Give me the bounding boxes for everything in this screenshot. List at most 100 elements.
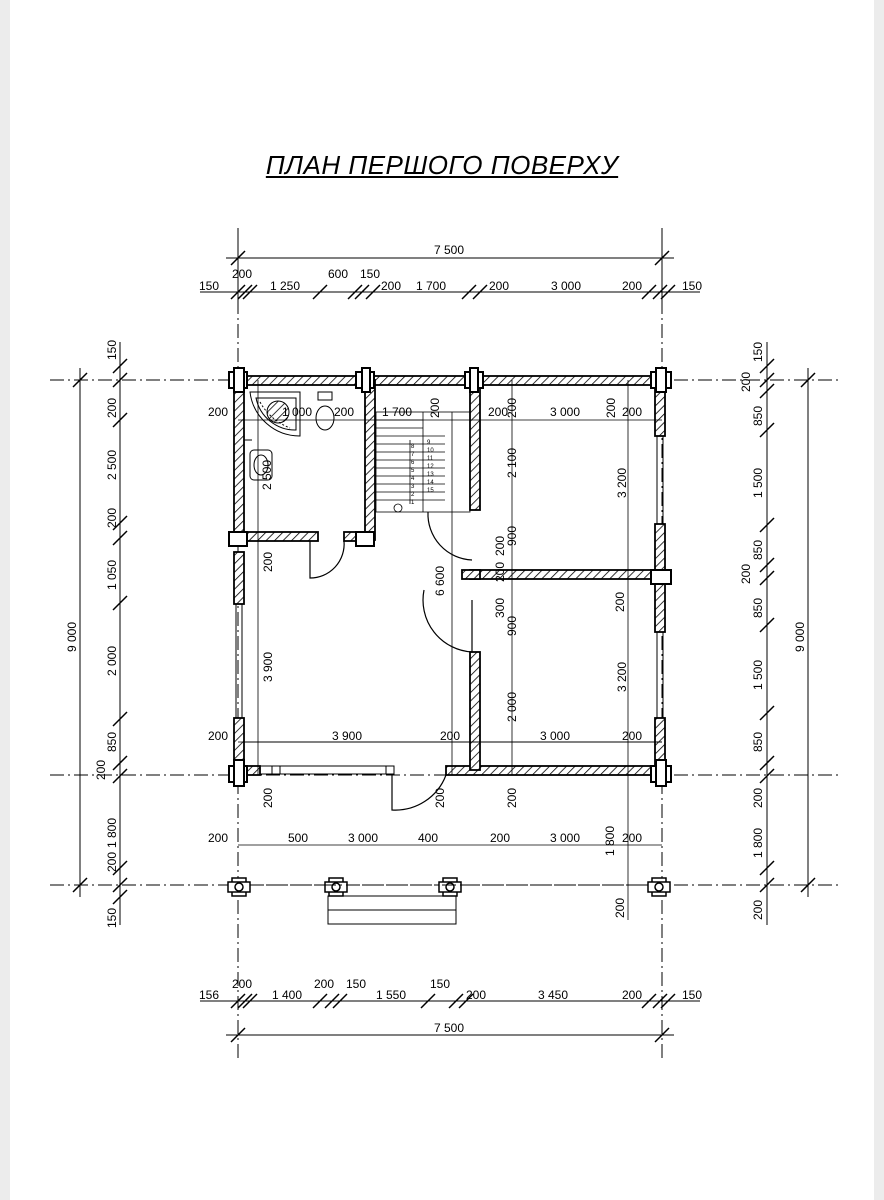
right-dim-200c: 200 [751, 788, 765, 808]
stair-step: 11 [427, 456, 434, 462]
top-dim-600: 600 [328, 267, 348, 281]
int-dim-200-i2: 200 [613, 592, 627, 612]
stair-step: 14 [427, 480, 434, 486]
top-dim-overall-label: 7 500 [434, 243, 464, 257]
right-dim-200b: 200 [739, 564, 753, 584]
right-dim-850d: 850 [751, 732, 765, 752]
right-dim-overall: 9 000 [793, 622, 807, 652]
column-icon [324, 877, 348, 897]
int-dim-200-r: 200 [622, 831, 642, 845]
right-dim-200a: 200 [739, 372, 753, 392]
int-dim-1700: 1 700 [382, 405, 412, 419]
int-dim-200-b: 200 [334, 405, 354, 419]
bottom-dim-200c: 200 [466, 988, 486, 1002]
left-dim-200d: 200 [105, 852, 119, 872]
bottom-dimension-overall [226, 1027, 674, 1043]
int-dim-3000-c: 3 000 [348, 831, 378, 845]
int-dim-200-f: 200 [622, 405, 642, 419]
int-dim-3900-v: 3 900 [261, 652, 275, 682]
page-title: ПЛАН ПЕРШОГО ПОВЕРХУ [265, 150, 619, 180]
top-dim-150c: 150 [682, 279, 702, 293]
staircase [375, 411, 471, 513]
stair-step: 4 [411, 476, 415, 482]
int-dim-200-a: 200 [208, 405, 228, 419]
int-dim-200-m: 200 [261, 788, 275, 808]
bottom-dimension-chain [200, 993, 700, 1009]
column-icon [227, 877, 251, 897]
top-dim-200: 200 [232, 267, 252, 281]
left-dim-2000: 2 000 [105, 646, 119, 676]
toilet-icon [315, 391, 335, 431]
bottom-dim-156: 156 [199, 988, 219, 1002]
int-dim-3200-a: 3 200 [615, 468, 629, 498]
stair-step: 6 [411, 460, 415, 466]
right-dim-1800: 1 800 [751, 828, 765, 858]
left-dim-200c: 200 [94, 760, 108, 780]
wall-rooms-divider-stub [461, 569, 481, 580]
bottom-dim-200b: 200 [314, 977, 334, 991]
bottom-dim-1400: 1 400 [272, 988, 302, 1002]
top-dimension-chain [200, 228, 700, 300]
bottom-dim-150: 150 [346, 977, 366, 991]
right-dim-200d: 200 [751, 900, 765, 920]
right-dim-1500b: 1 500 [751, 660, 765, 690]
int-dim-200-j: 200 [208, 729, 228, 743]
door-room-left-arc [422, 589, 473, 653]
int-dim-300: 300 [493, 598, 507, 618]
int-dim-900-a: 900 [505, 526, 519, 546]
top-dim-1700: 1 700 [416, 279, 446, 293]
left-dim-200b: 200 [105, 508, 119, 528]
int-dim-200-s: 200 [613, 898, 627, 918]
top-dim-150: 150 [199, 279, 219, 293]
bottom-dim-150b: 150 [430, 977, 450, 991]
left-dim-200a: 200 [105, 398, 119, 418]
bottom-dim-200: 200 [232, 977, 252, 991]
wall-corridor-right-upper [469, 379, 481, 511]
top-dim-150b: 150 [360, 267, 380, 281]
top-dim-200b: 200 [381, 279, 401, 293]
wall-left-lower [233, 551, 245, 605]
left-dim-850: 850 [105, 732, 119, 752]
right-dimension-overall [800, 368, 816, 897]
left-dim-150b: 150 [105, 908, 119, 928]
int-dim-3200-b: 3 200 [615, 662, 629, 692]
left-dimension-overall [72, 368, 88, 897]
bottom-dim-200d: 200 [622, 988, 642, 1002]
right-dim-850b: 850 [751, 540, 765, 560]
int-dim-500: 500 [288, 831, 308, 845]
walls [233, 375, 666, 779]
int-dim-3900-h: 3 900 [332, 729, 362, 743]
int-dim-3000-b: 3 000 [540, 729, 570, 743]
top-dim-200d: 200 [622, 279, 642, 293]
page-edge-left [0, 0, 10, 1200]
sink-icon [249, 449, 273, 481]
door-bathroom-arc [309, 540, 345, 579]
stair-step: 15 [427, 488, 434, 494]
left-dim-2500: 2 500 [105, 450, 119, 480]
stair-step: 7 [411, 452, 415, 458]
int-dim-200-p: 200 [208, 831, 228, 845]
door-corridor-arc [427, 511, 473, 561]
int-dim-1800: 1 800 [603, 826, 617, 856]
int-dim-200-o: 200 [505, 788, 519, 808]
right-dim-850c: 850 [751, 598, 765, 618]
int-dim-200-q: 200 [490, 831, 510, 845]
left-dim-1050: 1 050 [105, 560, 119, 590]
doors [309, 511, 473, 811]
int-dim-3000-a: 3 000 [550, 405, 580, 419]
wall-corner-stubs [228, 367, 672, 787]
top-dim-1250: 1 250 [270, 279, 300, 293]
column-icon [647, 877, 671, 897]
int-dim-6600: 6 600 [433, 566, 447, 596]
terrace-columns [227, 877, 671, 897]
column-icon [438, 877, 462, 897]
left-dimension-chain [112, 342, 128, 925]
right-dimension-chain [759, 342, 775, 925]
int-dim-200-n: 200 [433, 788, 447, 808]
wall-bathroom-bottom [237, 531, 319, 542]
int-dim-200-g: 200 [261, 552, 275, 572]
bottom-dim-1550: 1 550 [376, 988, 406, 1002]
int-dim-400: 400 [418, 831, 438, 845]
stair-step: 3 [411, 484, 415, 490]
